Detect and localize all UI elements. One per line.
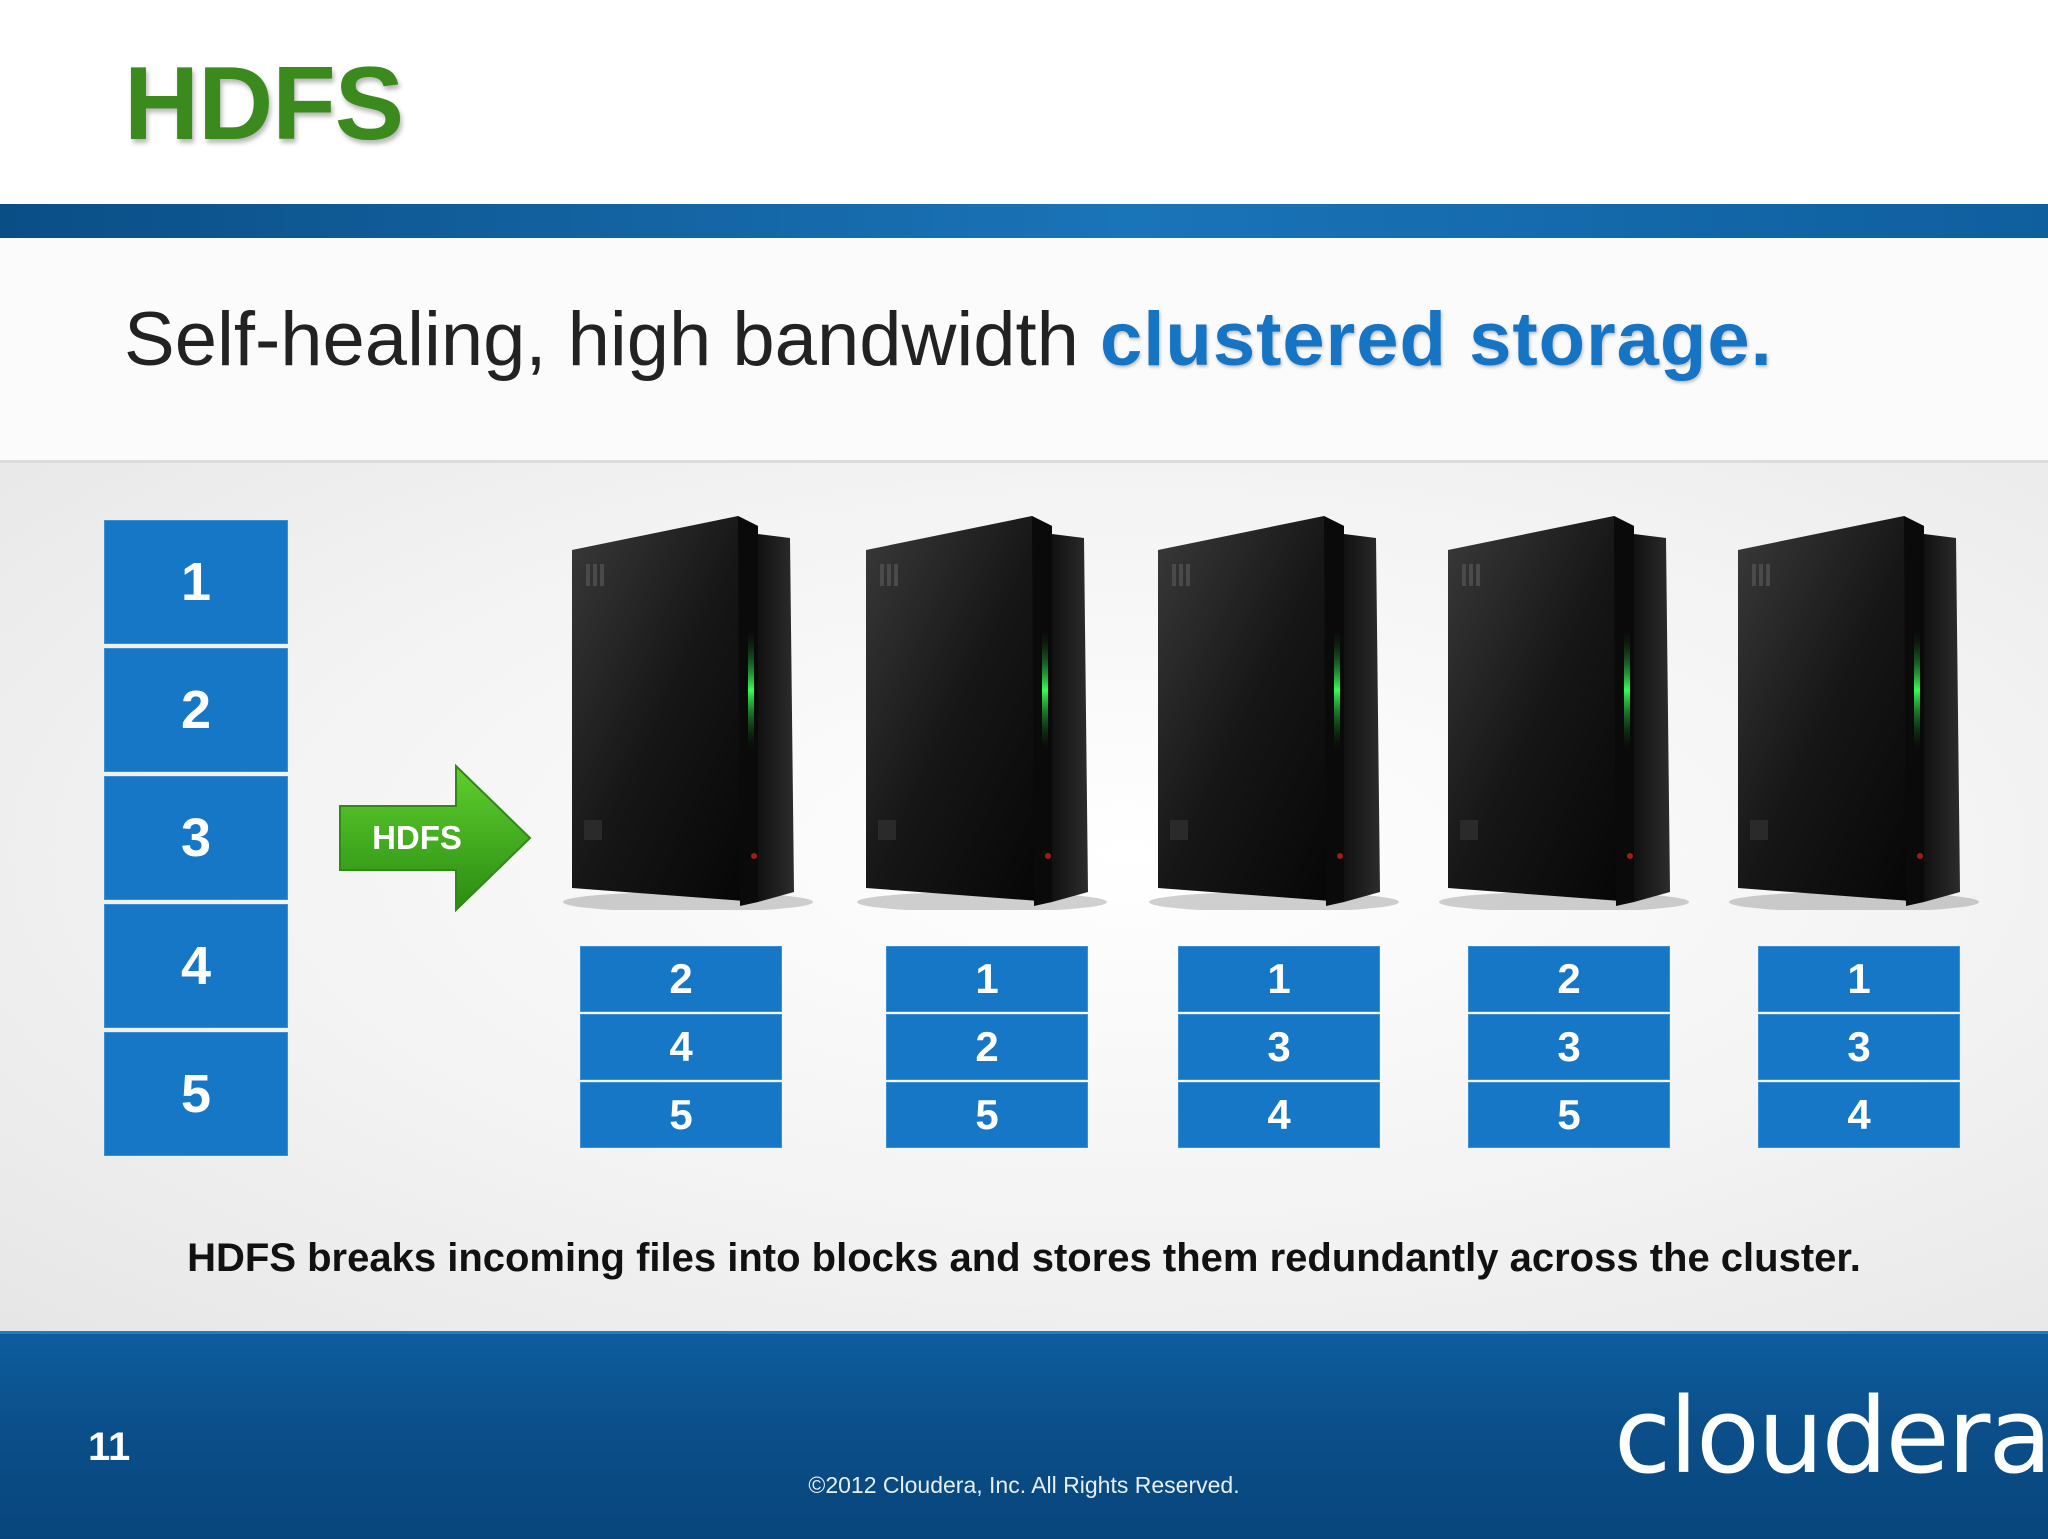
subtitle-text: Self-healing, high bandwidth: [124, 297, 1079, 382]
node-block: 4: [1178, 1082, 1380, 1148]
node-block: 5: [1468, 1082, 1670, 1148]
node-blocks: 1 2 5: [886, 946, 1088, 1150]
node-block: 2: [1468, 946, 1670, 1012]
node-block: 2: [580, 946, 782, 1012]
cloudera-logo: cloudera: [1614, 1375, 2048, 1497]
file-block: 2: [104, 648, 288, 772]
node-block: 5: [886, 1082, 1088, 1148]
file-blocks: 1 2 3 4 5: [104, 520, 288, 1160]
node-block: 4: [580, 1014, 782, 1080]
copyright: ©2012 Cloudera, Inc. All Rights Reserved…: [808, 1472, 1240, 1498]
node-block: 1: [1758, 946, 1960, 1012]
arrow-label: HDFS: [372, 819, 462, 856]
node-block: 3: [1178, 1014, 1380, 1080]
subtitle-accent: clustered storage.: [1100, 297, 1773, 382]
node-block: 1: [886, 946, 1088, 1012]
node-block: 3: [1758, 1014, 1960, 1080]
server-icon: [1149, 516, 1399, 910]
file-block: 3: [104, 776, 288, 900]
node-block: 5: [580, 1082, 782, 1148]
file-block: 4: [104, 904, 288, 1028]
node-blocks: 2 4 5: [580, 946, 782, 1150]
node-blocks: 1 3 4: [1758, 946, 1960, 1150]
node-block: 4: [1758, 1082, 1960, 1148]
page-number: 11: [88, 1425, 131, 1469]
node-blocks: 1 3 4: [1178, 946, 1380, 1150]
server-icon: [1729, 516, 1979, 910]
node-blocks: 2 3 5: [1468, 946, 1670, 1150]
server-icon: [857, 516, 1107, 910]
node-block: 1: [1178, 946, 1380, 1012]
server-icon: [1439, 516, 1689, 910]
node-block: 2: [886, 1014, 1088, 1080]
server-icon: [563, 516, 813, 910]
node-block: 3: [1468, 1014, 1670, 1080]
slide-title: HDFS: [124, 46, 404, 162]
hdfs-arrow-icon: [339, 764, 532, 912]
header-bar: [0, 204, 2048, 238]
subtitle-band: [0, 238, 2048, 463]
footer-bar: [0, 1331, 2048, 1539]
file-block: 1: [104, 520, 288, 644]
file-block: 5: [104, 1032, 288, 1156]
caption: HDFS breaks incoming files into blocks a…: [187, 1236, 1861, 1280]
slide-subtitle: Self-healing, high bandwidth clustered s…: [124, 302, 1773, 378]
